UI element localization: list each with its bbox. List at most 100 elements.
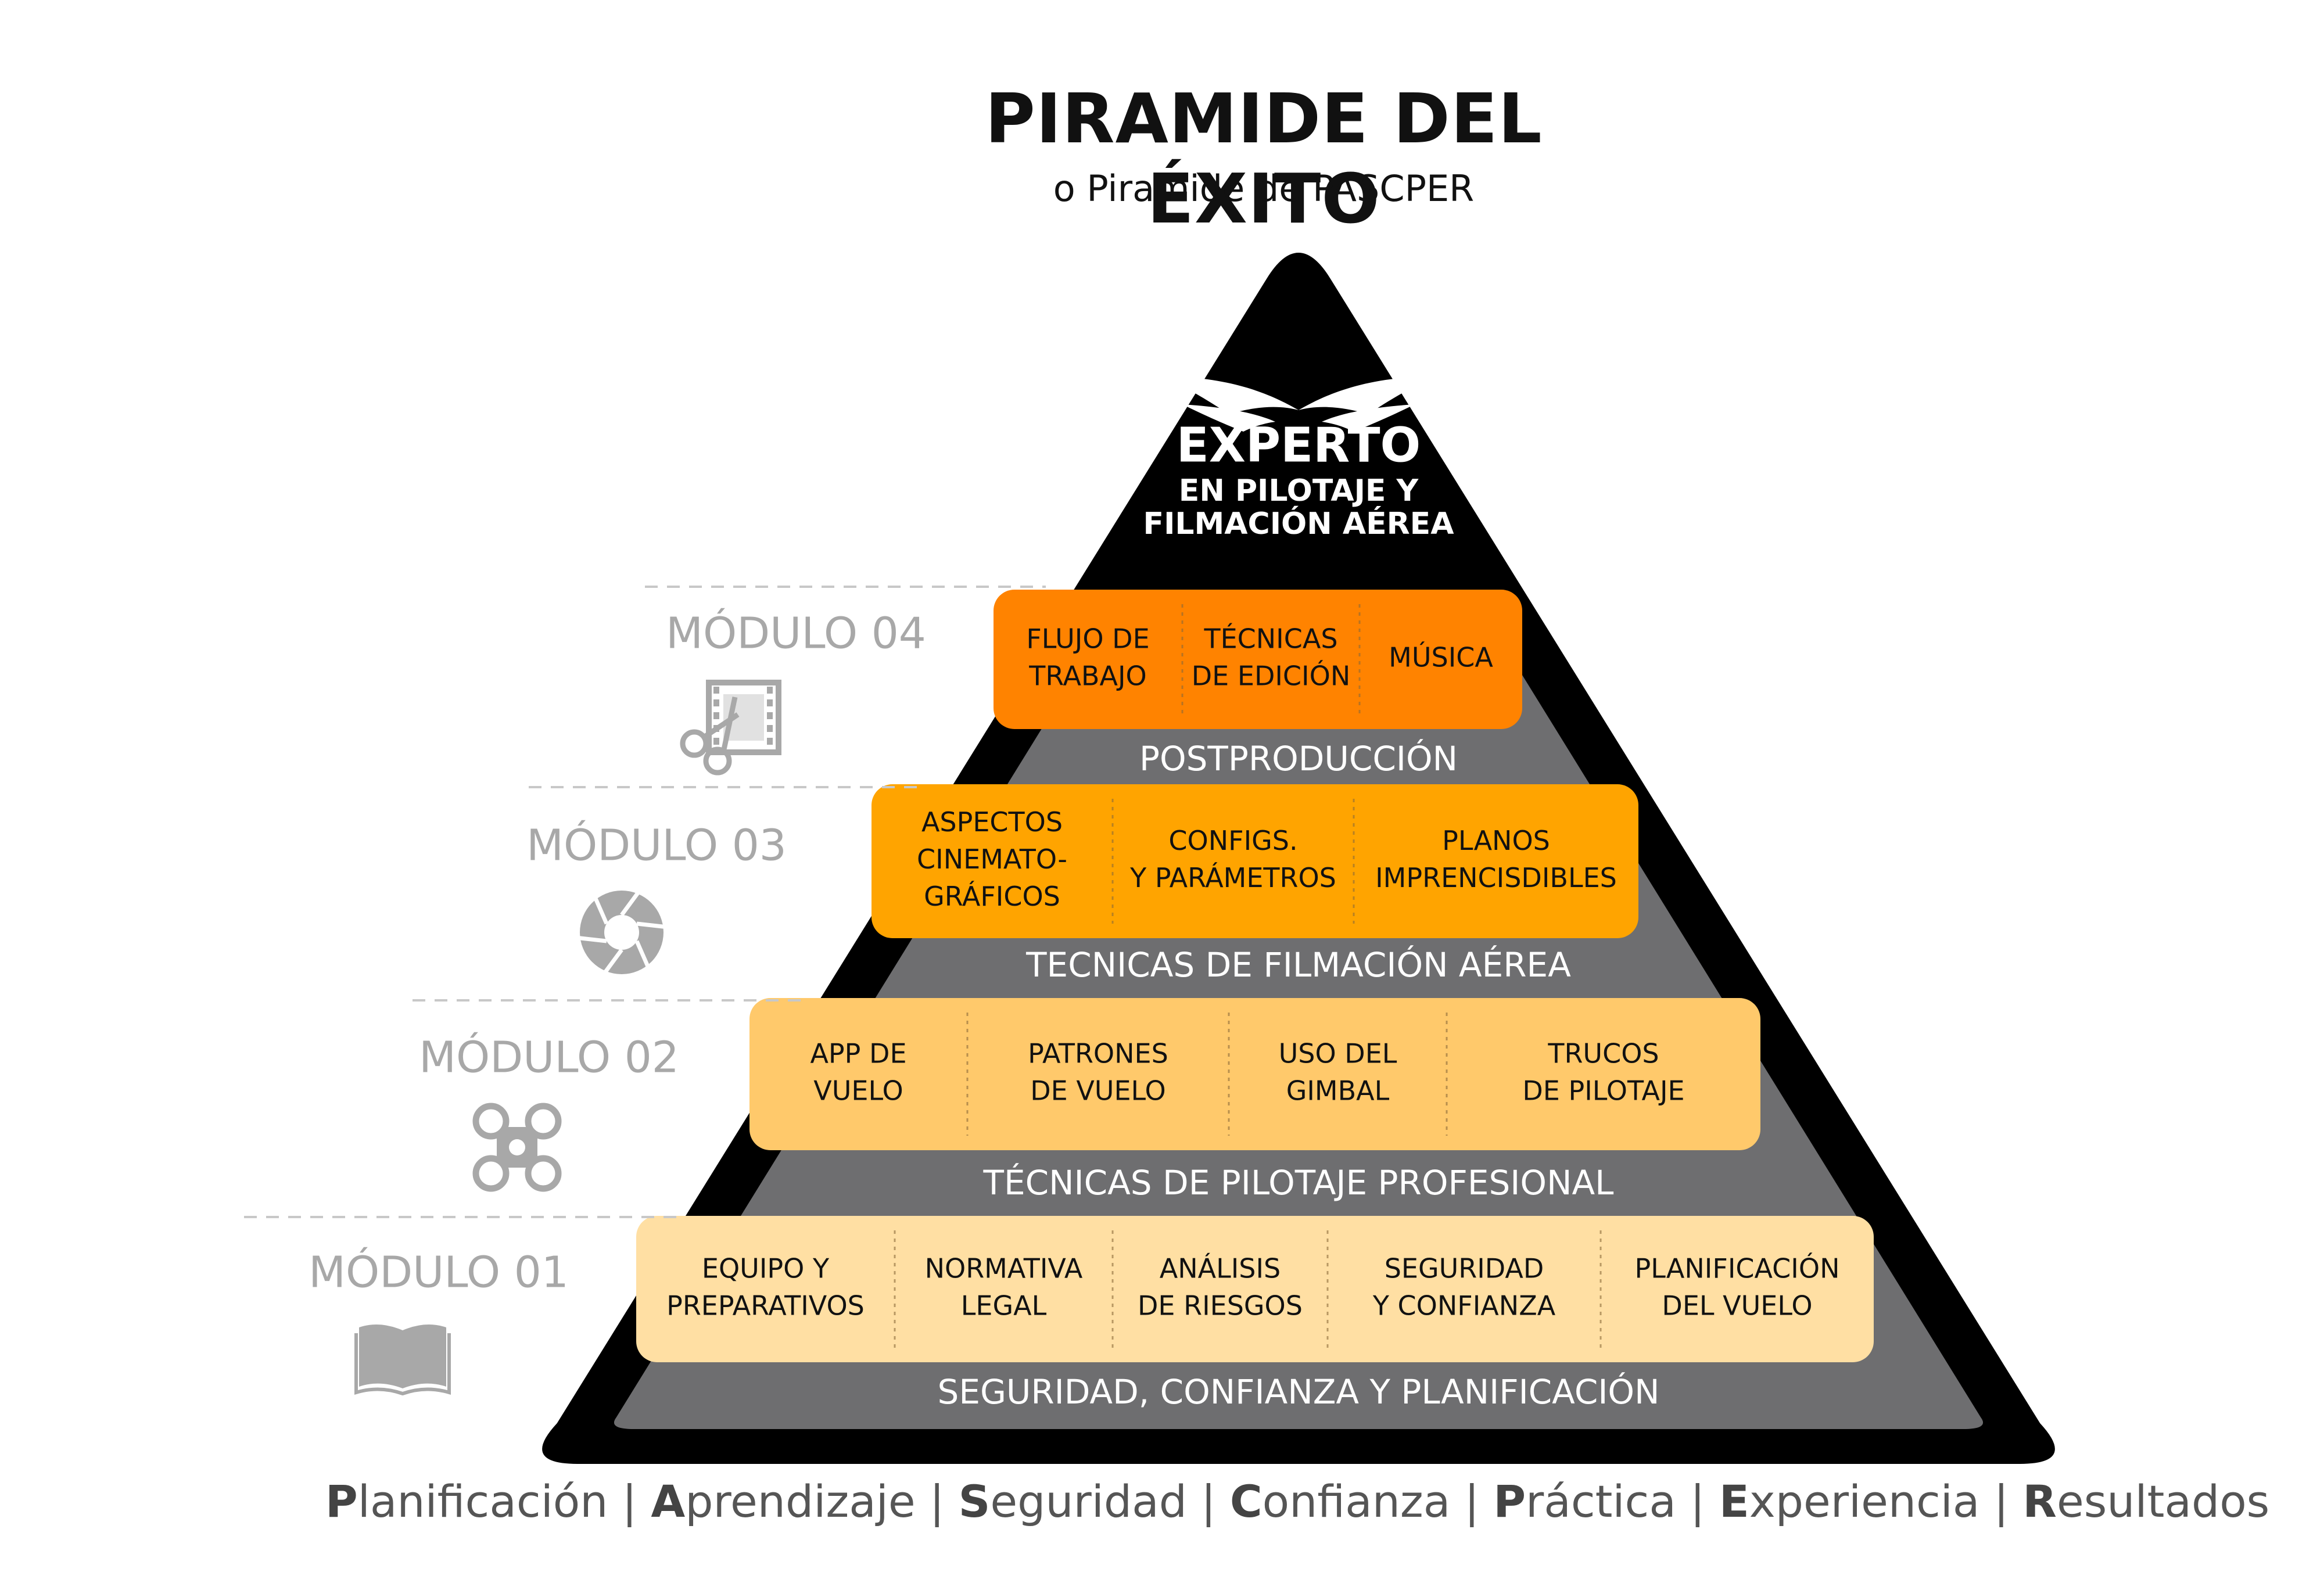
film-hole [767, 712, 773, 719]
text-line: DE RIESGOS [1138, 1290, 1303, 1322]
text-line: GIMBAL [1286, 1075, 1390, 1107]
text-line: DE PILOTAJE [1522, 1075, 1684, 1107]
text-line: EQUIPO Y [702, 1253, 830, 1284]
text-line: DE EDICIÓN [1192, 661, 1350, 692]
text-line: VUELO [813, 1075, 903, 1107]
tier-band [994, 590, 1522, 729]
scissor-ring [680, 729, 709, 758]
apex-line-1: EN PILOTAJE Y [1179, 473, 1419, 508]
aperture-blade [604, 948, 623, 974]
aperture-blade [579, 936, 607, 943]
text-line: CONFIGS. [1168, 825, 1297, 856]
tier-cell: MÚSICA [1389, 642, 1493, 673]
film-hole [767, 738, 773, 745]
film-frame [706, 680, 781, 755]
film-hole [767, 687, 773, 694]
film-hole [767, 725, 773, 732]
text-line: PLANIFICACIÓN [1635, 1253, 1840, 1284]
apex-line-2: FILMACIÓN AÉREA [1143, 505, 1454, 541]
aperture-hole [604, 915, 639, 950]
scissor-ring [703, 746, 732, 776]
film-hole [713, 699, 719, 706]
module-2: MÓDULO 02 [413, 999, 802, 1192]
book-page-right [403, 1324, 446, 1388]
tier-cell: USO DEL GIMBAL [1279, 1038, 1397, 1107]
book-icon [354, 1324, 451, 1396]
page-subtitle: o Piramide de PASCPER [1053, 167, 1475, 210]
text-line: USO DEL [1279, 1038, 1397, 1069]
tier-cell: FLUJO DE TRABAJO [1026, 623, 1149, 692]
text-line: ASPECTOS [921, 806, 1063, 838]
aperture-blade [634, 940, 650, 967]
footer-word-2: Aprendizaje [651, 1476, 916, 1527]
text-line: PREPARATIVOS [666, 1290, 865, 1322]
film-hole [767, 699, 773, 706]
text-line: MÚSICA [1389, 642, 1493, 673]
text-line: DE VUELO [1030, 1075, 1166, 1107]
rotor [472, 1103, 510, 1140]
module-label: MÓDULO 02 [419, 1032, 679, 1083]
text-line: FLUJO DE [1026, 623, 1149, 655]
tier-cell: TRUCOS DE PILOTAJE [1522, 1038, 1684, 1107]
aperture-blade [620, 891, 640, 917]
footer-word-5: Práctica [1493, 1476, 1676, 1527]
tier-cell: PATRONES DE VUELO [1028, 1038, 1168, 1107]
tier-band [636, 1216, 1874, 1362]
text-line: TÉCNICAS [1203, 623, 1337, 655]
footer-separator: | [915, 1476, 959, 1527]
tier-cell: PLANIFICACIÓN DEL VUELO [1635, 1253, 1840, 1322]
text-line: TRUCOS [1547, 1038, 1659, 1069]
tier-category-label: TECNICAS DE FILMACIÓN AÉREA [1025, 945, 1571, 985]
module-label: MÓDULO 03 [526, 820, 787, 871]
text-line: TRABAJO [1028, 661, 1146, 692]
footer-word-1: Planificación [325, 1476, 608, 1527]
footer-word-3: Seguridad [958, 1476, 1187, 1527]
tier-cell: EQUIPO Y PREPARATIVOS [666, 1253, 865, 1322]
pascper-footer: Planificación | Aprendizaje | Seguridad … [325, 1476, 2269, 1527]
text-line: NORMATIVA [925, 1253, 1083, 1284]
tier-1: EQUIPO YPREPARATIVOSNORMATIVALEGALANÁLIS… [636, 1216, 1874, 1362]
film-hole [713, 738, 719, 745]
tier-band [749, 998, 1760, 1150]
tier-4: FLUJO DE TRABAJO TÉCNICAS DE EDICIÓN MÚSICA [994, 590, 1522, 729]
tier-category-label: SEGURIDAD, CONFIANZA Y PLANIFICACIÓN [938, 1372, 1660, 1412]
drone-camera [509, 1139, 525, 1155]
tier-cell: CONFIGS.Y PARÁMETROS [1129, 825, 1336, 893]
film-hole [713, 712, 719, 719]
module-label: MÓDULO 04 [666, 608, 926, 659]
film-scissors-icon [680, 680, 781, 776]
tier-band [871, 784, 1638, 938]
aperture-icon [579, 891, 665, 974]
text-line: SEGURIDAD [1385, 1253, 1544, 1284]
text-line: DEL VUELO [1662, 1290, 1812, 1322]
footer-separator: | [1979, 1476, 2023, 1527]
footer-separator: | [1450, 1476, 1494, 1527]
wings-icon [1162, 376, 1435, 432]
text-line: PLANOS [1442, 825, 1550, 856]
rotor [525, 1155, 562, 1192]
tier-cell: APP DE VUELO [810, 1038, 906, 1107]
text-line: APP DE [810, 1038, 906, 1069]
scissor-blade [720, 697, 738, 753]
wing-shape [1299, 376, 1435, 414]
drone-icon [472, 1103, 562, 1192]
module-1: MÓDULO 01 [244, 1216, 686, 1396]
text-line: Y CONFIANZA [1372, 1290, 1556, 1322]
rotor [472, 1155, 510, 1192]
module-3: MÓDULO 03 [526, 786, 918, 974]
wing-shape [1322, 404, 1415, 432]
tier-category-label: TÉCNICAS DE PILOTAJE PROFESIONAL [983, 1162, 1614, 1202]
footer-separator: | [1186, 1476, 1230, 1527]
footer-word-7: Resultados [2022, 1476, 2270, 1527]
footer-separator: | [608, 1476, 651, 1527]
text-line: PATRONES [1028, 1038, 1168, 1069]
footer-word-4: Confianza [1229, 1476, 1451, 1527]
apex-title: EXPERTO [1177, 418, 1421, 473]
tier-2: APP DE VUELO PATRONES DE VUELO USO DEL GIMBAL… [749, 998, 1760, 1150]
module-4: MÓDULO 04 [645, 586, 1046, 776]
